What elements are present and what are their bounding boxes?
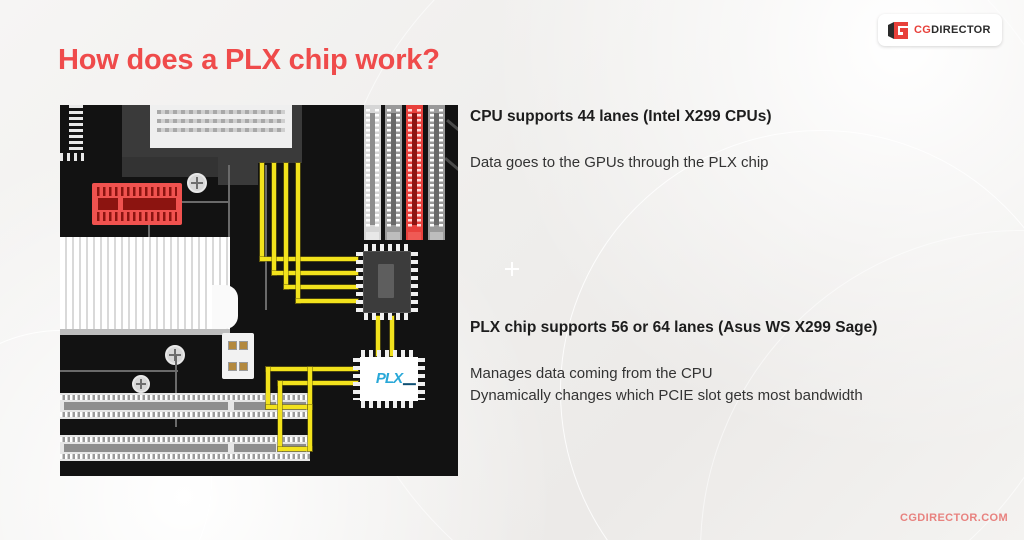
motherboard-illustration: PLX <box>60 105 458 476</box>
cgdirector-logo-text: CGDIRECTOR <box>914 23 991 36</box>
lane-trace <box>266 367 358 371</box>
dimm-slot-2 <box>385 105 402 240</box>
pcie-slot-2 <box>60 435 310 461</box>
lane-trace <box>260 257 358 261</box>
dimm-slot-3 <box>406 105 423 240</box>
heading-cpu-lanes: CPU supports 44 lanes (Intel X299 CPUs) <box>470 108 772 125</box>
pcb-trace <box>228 165 230 287</box>
body-cpu-lanes: Data goes to the GPUs through the PLX ch… <box>470 153 769 171</box>
pcb-trace <box>265 165 267 310</box>
footer-url: CGDIRECTOR.COM <box>900 512 1009 524</box>
lane-trace <box>278 381 282 451</box>
mounting-screw <box>132 375 150 393</box>
plus-marker-icon <box>505 262 519 276</box>
cpu-bridge-chip <box>356 244 418 320</box>
lane-trace <box>284 285 358 289</box>
lane-trace <box>278 381 358 385</box>
dimm-slot-4 <box>428 105 445 240</box>
lane-trace <box>278 447 312 451</box>
atx-4pin-connector <box>222 333 254 379</box>
text-block-cpu: CPU supports 44 lanes (Intel X299 CPUs) … <box>470 107 1010 174</box>
rear-io-connector-secondary <box>60 153 84 161</box>
pcb-trace <box>182 201 230 203</box>
lane-trace <box>296 299 358 303</box>
red-front-panel-connector <box>92 183 182 225</box>
lane-trace <box>260 163 264 261</box>
plx-chip-label: PLX <box>375 370 417 388</box>
decorative-streak <box>446 119 458 162</box>
vrm-heatsink-base <box>60 329 230 335</box>
lane-trace <box>272 271 358 275</box>
cpu-socket-pin-array <box>157 110 285 136</box>
rear-io-connector <box>69 105 83 157</box>
lane-trace <box>376 316 380 356</box>
cgdirector-logo-mark-icon <box>888 21 908 39</box>
logo-text-cg: CG <box>914 23 932 36</box>
vrm-heatsink-cap <box>212 285 238 329</box>
lane-trace <box>284 163 288 289</box>
lane-trace <box>266 405 312 409</box>
lane-trace <box>266 367 270 409</box>
lane-trace <box>296 163 300 303</box>
vrm-heatsink <box>60 237 230 329</box>
plx-chip: PLX <box>353 350 425 408</box>
lane-trace <box>272 163 276 275</box>
lane-trace <box>390 316 394 356</box>
page-title: How does a PLX chip work? <box>58 44 440 76</box>
mounting-screw <box>187 173 207 193</box>
pcb-trace <box>60 370 178 372</box>
dimm-slot-1 <box>364 105 381 240</box>
lane-trace <box>308 367 312 409</box>
cgdirector-logo: CGDIRECTOR <box>878 14 1002 46</box>
decorative-streak <box>444 157 458 197</box>
text-block-plx: PLX chip supports 56 or 64 lanes (Asus W… <box>470 318 1010 406</box>
lane-trace <box>308 405 312 451</box>
heading-plx-lanes: PLX chip supports 56 or 64 lanes (Asus W… <box>470 319 878 336</box>
pcb-trace <box>175 355 177 427</box>
logo-text-director: DIRECTOR <box>931 23 991 36</box>
